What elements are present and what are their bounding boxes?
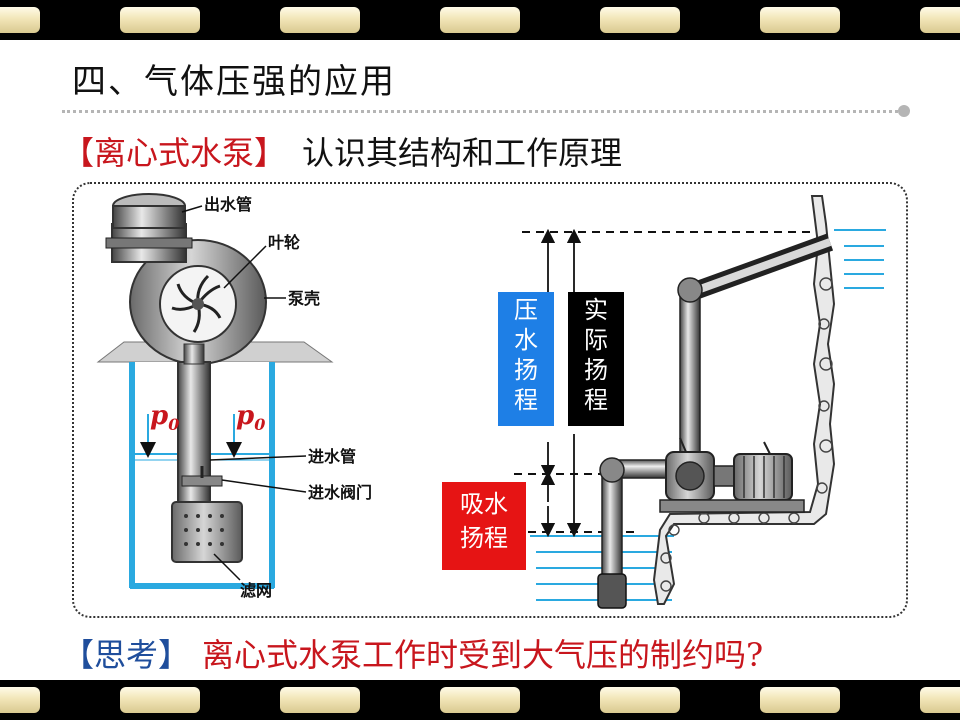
film-hole [120,687,200,713]
pump-shaft-coupling [713,465,735,487]
label-impeller: 叶轮 [268,233,300,252]
film-hole [920,7,960,33]
pressure-label-left: p0 [150,401,179,434]
upper-reservoir-water [834,229,886,289]
pressure-head-label: 压水扬程 [514,296,538,414]
pump-impeller-housing [675,461,705,491]
heading-tag: 【离心式水泵】 [62,134,287,172]
film-hole [120,7,200,33]
title-divider [62,110,898,113]
intake-strainer [597,573,627,609]
motor-fins [743,456,785,498]
pump-figure: p0 p0 出水管 叶轮 泵壳 进水管 进水阀门 [96,193,886,609]
film-hole [440,7,520,33]
film-hole [760,7,840,33]
motor-handle [763,441,771,455]
film-hole [760,687,840,713]
pump-handle [679,437,687,453]
pressure-label-right: p0 [236,401,265,434]
pump-base-plate [659,499,805,513]
suction-head-box [442,482,526,570]
film-strip-top [0,0,960,40]
section-heading: 【离心式水泵】认识其结构和工作原理 [62,128,622,174]
inlet-pipe-vertical [601,467,623,577]
suction-head-label: 吸水扬程 [460,490,508,552]
label-inlet-valve: 进水阀门 [308,483,372,502]
film-hole [600,7,680,33]
rock-cliff [652,195,836,605]
think-tag: 【思考】 [62,636,191,674]
heading-text: 认识其结构和工作原理 [302,134,623,172]
outlet-flange [105,237,193,249]
film-hole [0,7,40,33]
pump-head-diagram: 压水扬程 实际扬程 吸水扬程 [442,195,886,609]
outlet-pipe [112,205,186,229]
impeller-hub [192,298,204,310]
figure-frame: p0 p0 出水管 叶轮 泵壳 进水管 进水阀门 [72,182,908,618]
film-hole [280,7,360,33]
actual-head-label: 实际扬程 [584,296,608,414]
filter-screen [171,501,243,563]
actual-head-box [568,292,624,426]
divider-end-dot [898,105,910,117]
film-hole [0,687,40,713]
think-prompt: 【思考】离心式水泵工作时受到大气压的制约吗? [62,630,763,676]
slide-content: 四、气体压强的应用 【离心式水泵】认识其结构和工作原理 [0,40,960,680]
film-hole [600,687,680,713]
label-inlet-pipe: 进水管 [308,447,356,466]
pressure-head-box [498,292,554,426]
film-hole [920,687,960,713]
label-outlet-pipe: 出水管 [204,195,252,214]
pipe-elbow-bottom [599,457,625,483]
centrifugal-pump-cutaway: p0 p0 出水管 叶轮 泵壳 进水管 进水阀门 [96,193,372,600]
outlet-pipe-vertical [679,291,701,469]
filter-holes [184,514,224,546]
inlet-pipe-neck [183,343,205,365]
label-pump-casing: 泵壳 [287,289,320,308]
rock-texture [660,238,833,592]
film-strip-bottom [0,680,960,720]
film-hole [440,687,520,713]
pipe-elbow-top [677,277,703,303]
page-title: 四、气体压强的应用 [72,62,396,102]
outlet-pipe-upper-highlight [690,238,832,296]
think-question: 离心式水泵工作时受到大气压的制约吗? [202,636,764,674]
label-filter: 滤网 [240,581,272,600]
film-hole [280,687,360,713]
leader-lines [181,205,307,581]
